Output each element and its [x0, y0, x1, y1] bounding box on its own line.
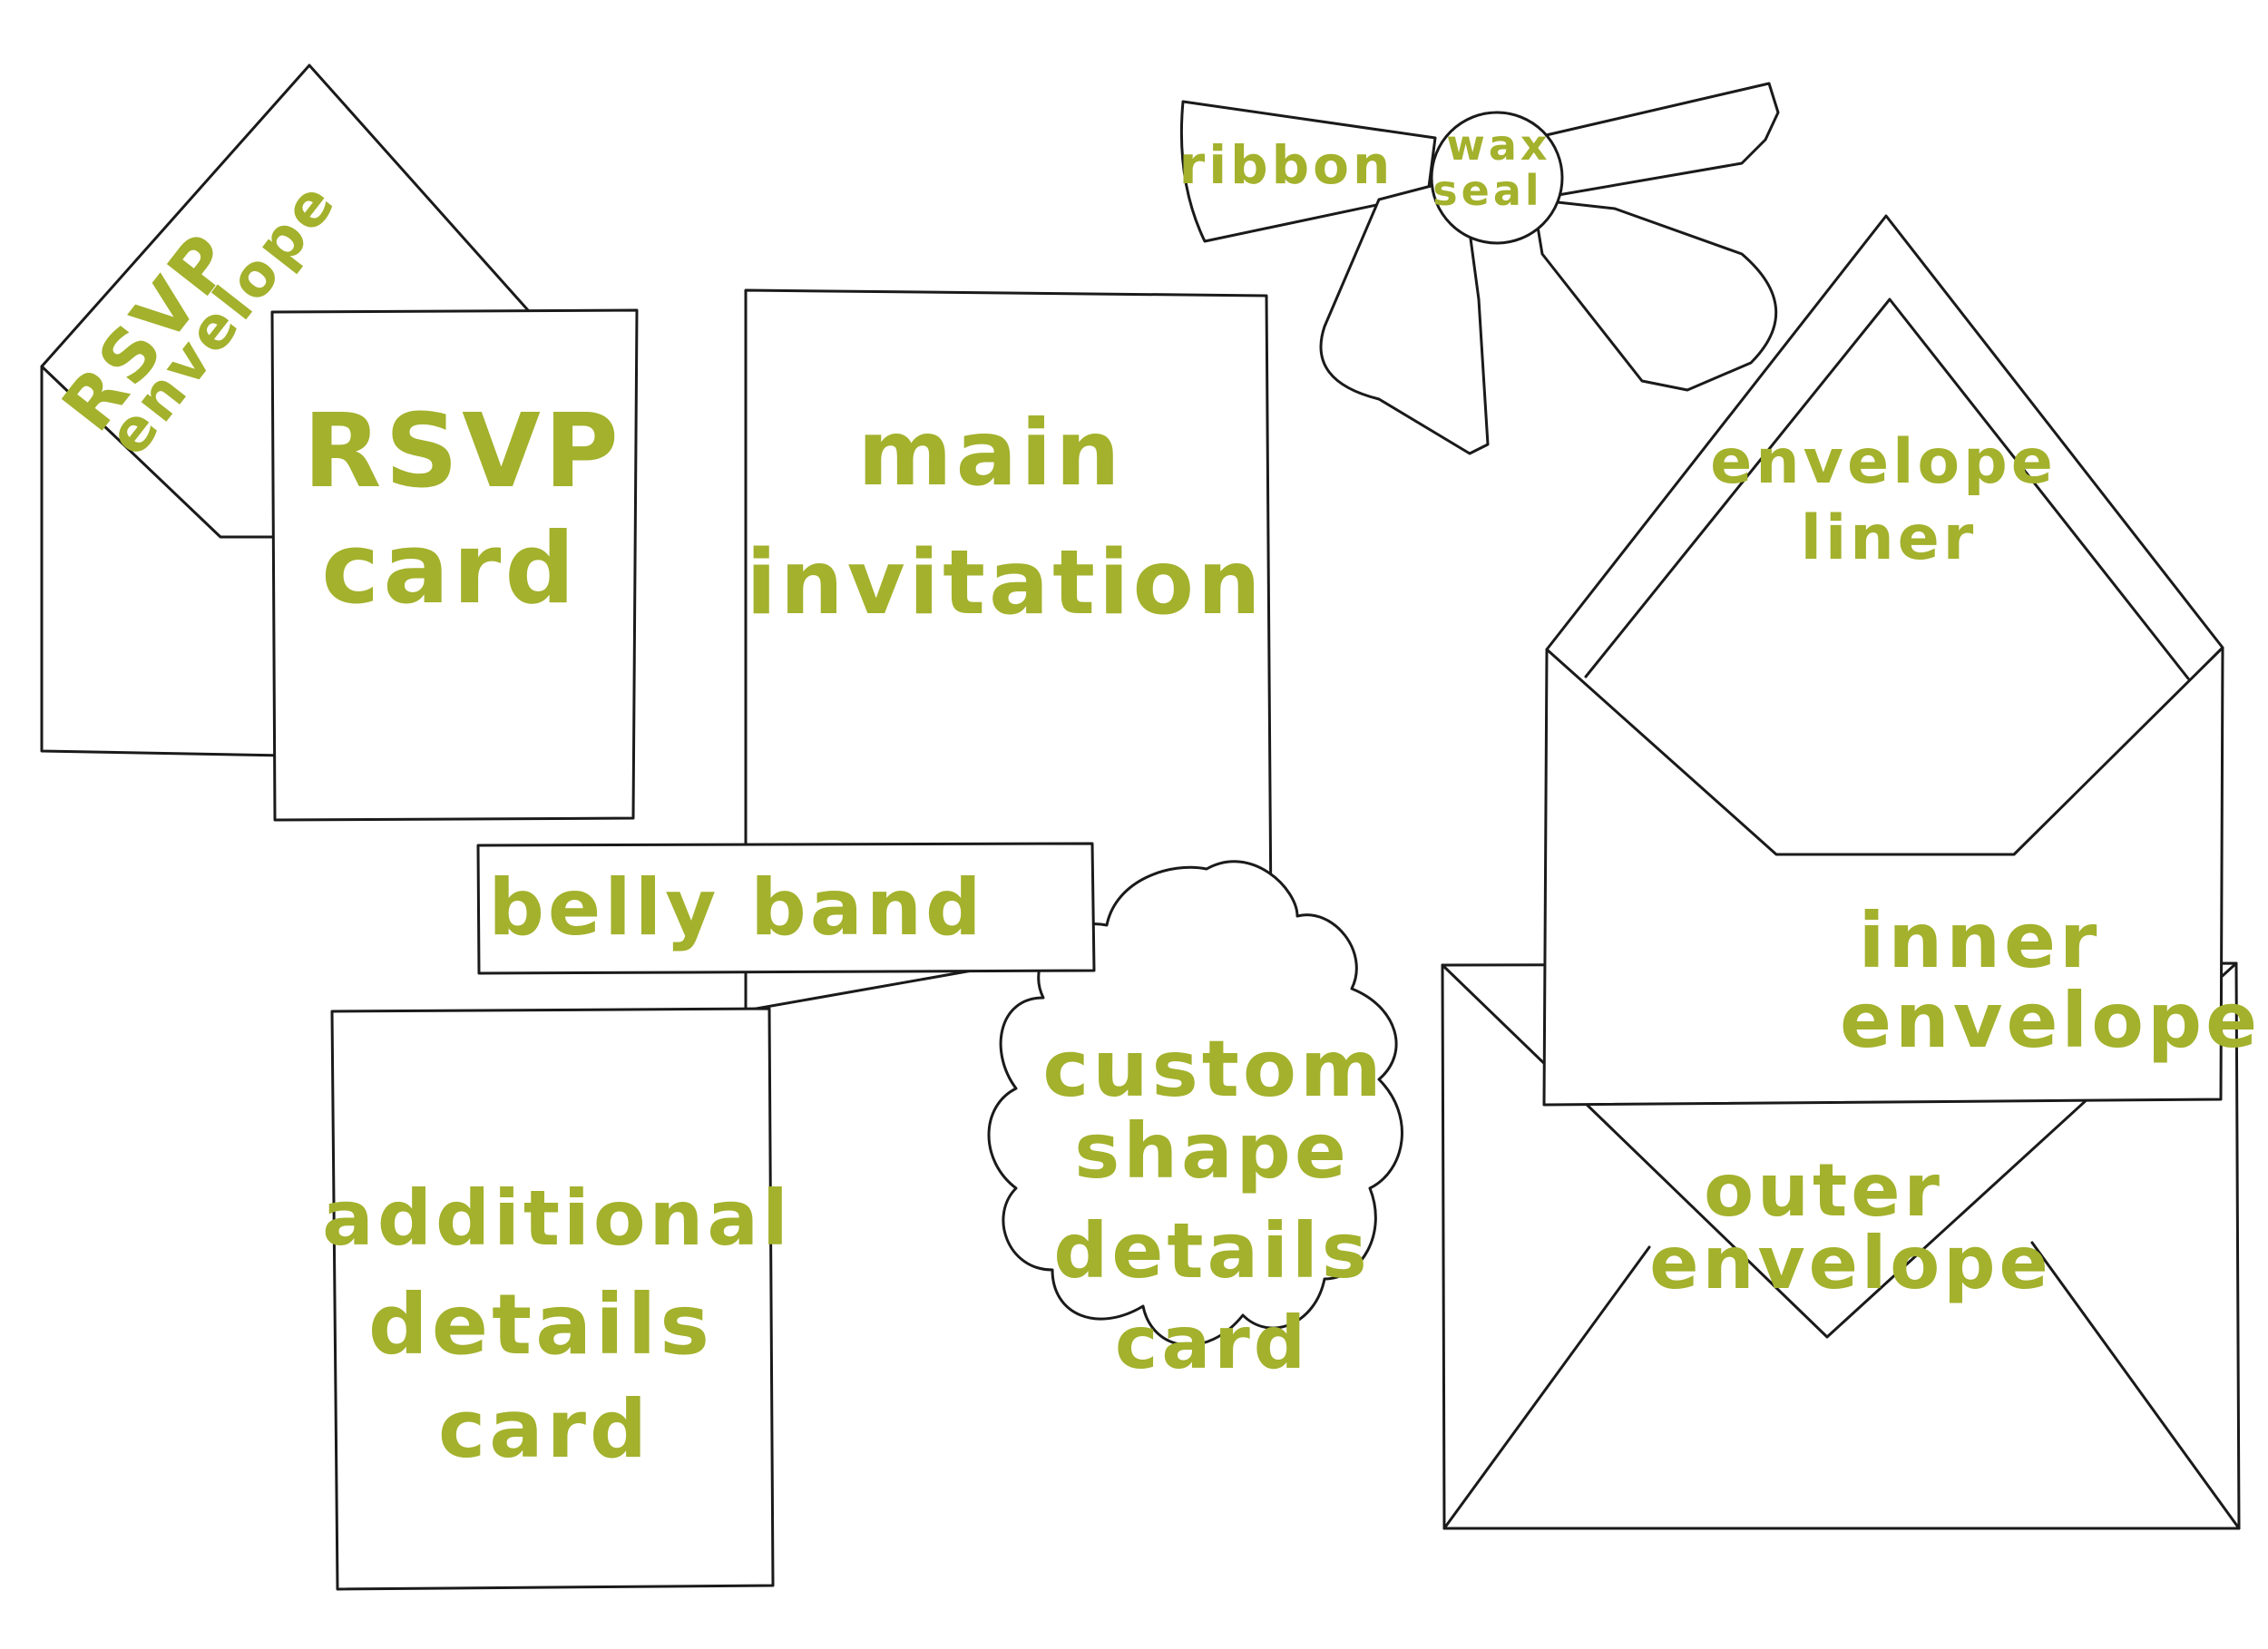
rsvp-card-label-line2: card [321, 512, 578, 626]
main-invitation-label-line2: invitation [746, 532, 1264, 635]
ribbon-label: ribbon [1179, 134, 1394, 196]
inner-envelope [1542, 214, 2224, 1107]
custom-shape-details-card [987, 860, 1403, 1347]
wax-seal-label-line1: wax [1446, 121, 1550, 170]
outer-envelope-label-line2: envelope [1649, 1221, 2052, 1305]
outer-envelope-label-line1: outer [1704, 1148, 1943, 1233]
belly-band [476, 842, 1096, 975]
inner-envelope-label-line1: inner [1859, 896, 2101, 985]
custom-shape-label-line2: shape [1074, 1107, 1350, 1195]
envelope-liner-label-line2: liner [1801, 503, 1978, 574]
custom-shape-label-line3: details [1053, 1206, 1371, 1295]
additional-details-label-line2: details [368, 1276, 713, 1373]
custom-shape-label-line1: custom [1042, 1024, 1384, 1115]
ribbon [1179, 82, 1780, 455]
wax-seal [1430, 111, 1564, 245]
main-invitation-label-line1: main [857, 400, 1123, 506]
envelope-liner-label-line1: envelope [1710, 426, 2057, 498]
inner-envelope-label-line2: envelope [1840, 976, 2261, 1065]
custom-shape-label-line4: card [1115, 1301, 1309, 1385]
additional-details-card [330, 1007, 775, 1591]
additional-details-label-line1: additional [322, 1174, 792, 1263]
belly-band-label: belly band [488, 863, 984, 953]
rsvp-card-label-line1: RSVP [303, 393, 622, 511]
rsvp-card [270, 308, 639, 822]
wax-seal-label-line2: seal [1432, 166, 1542, 215]
additional-details-label-line3: card [438, 1382, 650, 1476]
